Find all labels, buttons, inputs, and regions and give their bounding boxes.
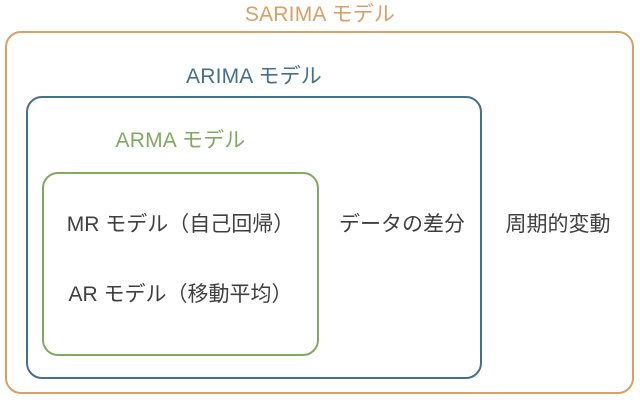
arima-box-title: ARIMA モデル bbox=[186, 65, 322, 88]
sarima-box bbox=[5, 31, 634, 394]
arima-component-data-difference: データの差分 bbox=[339, 213, 465, 236]
arma-box bbox=[42, 172, 319, 356]
arma-component-ar-model: AR モデル（移動平均） bbox=[68, 283, 293, 306]
sarima-component-seasonal-variation: 周期的変動 bbox=[505, 213, 611, 236]
arma-component-mr-model: MR モデル（自己回帰） bbox=[66, 213, 295, 236]
arma-box-title: ARMA モデル bbox=[115, 129, 246, 152]
sarima-box-title: SARIMA モデル bbox=[244, 3, 396, 26]
arima-box bbox=[26, 96, 482, 379]
